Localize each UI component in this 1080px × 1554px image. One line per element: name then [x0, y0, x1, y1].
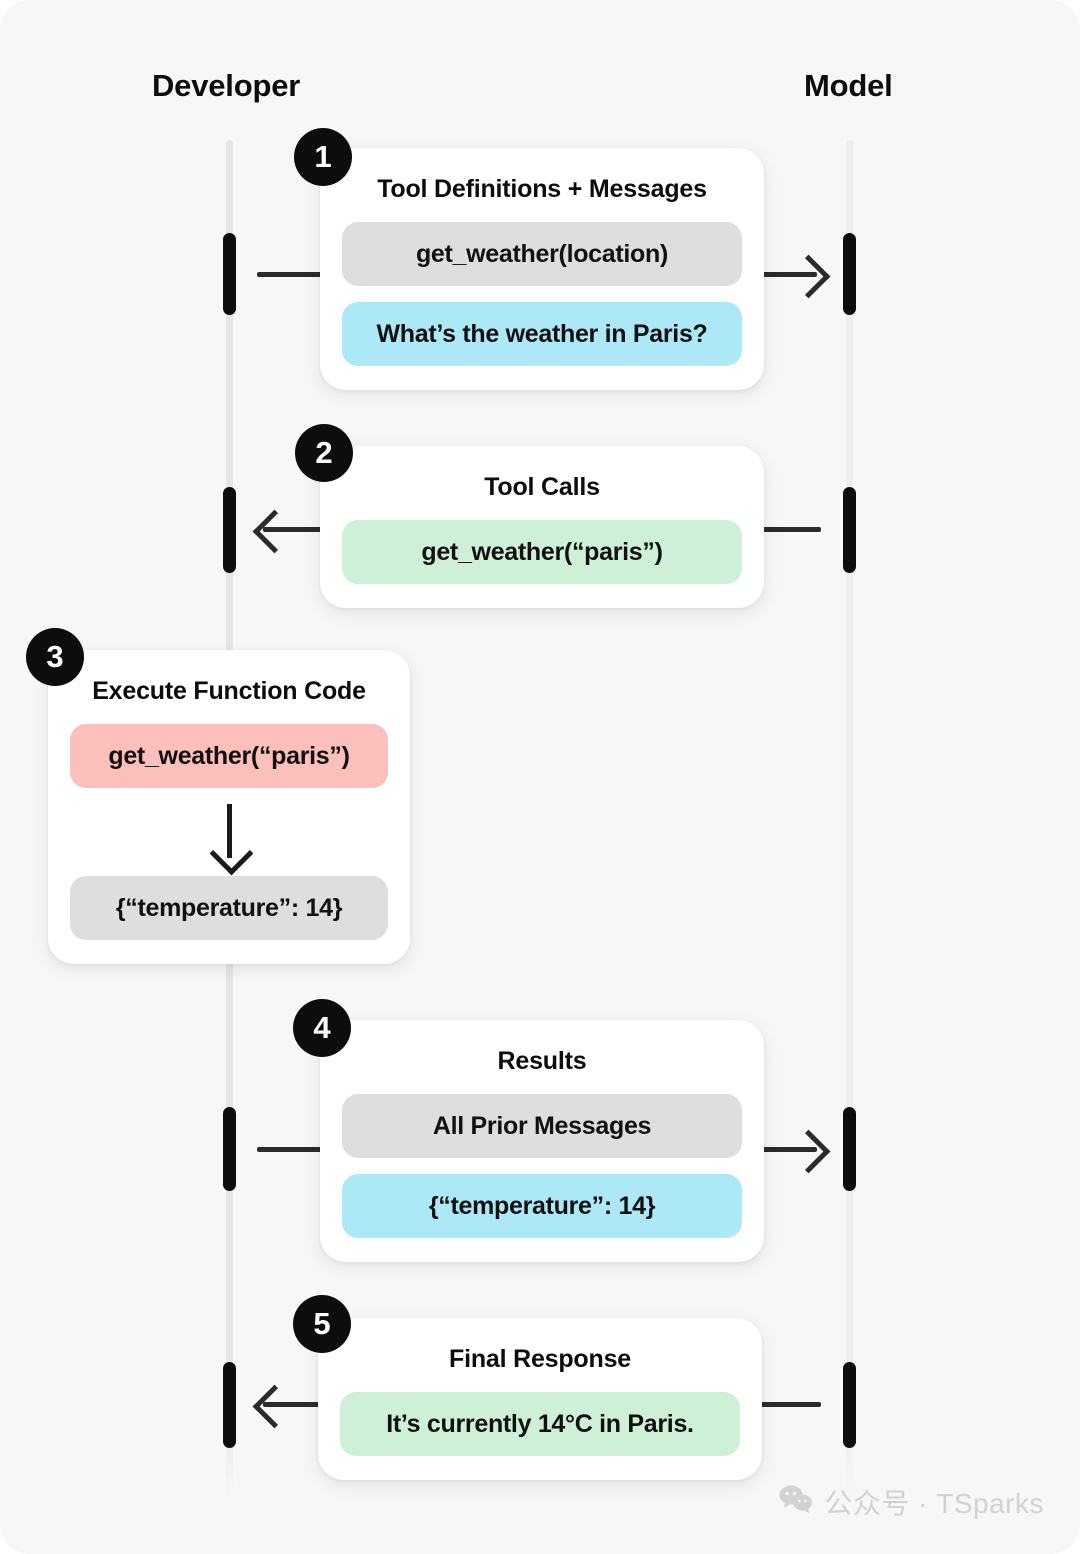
step-badge-1: 1 — [294, 128, 352, 186]
step-badge-4: 4 — [293, 999, 351, 1057]
wechat-icon — [779, 1484, 813, 1521]
step-badge-5: 5 — [293, 1295, 351, 1353]
arrow-head-left-step-2 — [252, 509, 297, 554]
step-card-5[interactable]: Final Response It’s currently 14°C in Pa… — [318, 1318, 762, 1480]
step-card-2-title: Tool Calls — [484, 473, 600, 501]
activation-bar-developer-step-4 — [223, 1107, 236, 1191]
step-card-4-pill-1: All Prior Messages — [342, 1094, 742, 1158]
watermark: 公众号 · TSparks — [779, 1482, 1044, 1522]
arrow-head-left-step-5 — [252, 1384, 297, 1429]
activation-bar-developer-step-1 — [223, 233, 236, 315]
activation-bar-model-step-5 — [843, 1362, 856, 1448]
step-card-3-title: Execute Function Code — [92, 677, 366, 705]
step-card-4-title: Results — [497, 1047, 587, 1075]
activation-bar-developer-step-5 — [223, 1362, 236, 1448]
activation-bar-model-step-2 — [843, 487, 856, 573]
lifeline-model — [846, 140, 853, 1500]
activation-bar-model-step-1 — [843, 233, 856, 315]
step-card-1-title: Tool Definitions + Messages — [377, 175, 707, 203]
step-card-3-pill-2: {“temperature”: 14} — [70, 876, 388, 940]
step-card-2-pill-1: get_weather(“paris”) — [342, 520, 742, 584]
step-card-3-pill-1: get_weather(“paris”) — [70, 724, 388, 788]
arrow-head-right-step-4 — [786, 1129, 831, 1174]
step-card-3[interactable]: Execute Function Code get_weather(“paris… — [48, 650, 410, 964]
activation-bar-model-step-4 — [843, 1107, 856, 1191]
step-card-1[interactable]: Tool Definitions + Messages get_weather(… — [320, 148, 764, 390]
step-card-5-pill-1: It’s currently 14°C in Paris. — [340, 1392, 740, 1456]
step-card-2[interactable]: Tool Calls get_weather(“paris”) — [320, 446, 764, 608]
step-card-4[interactable]: Results All Prior Messages {“temperature… — [320, 1020, 764, 1262]
column-header-model: Model — [804, 68, 893, 103]
column-header-developer: Developer — [152, 68, 301, 103]
step-card-5-title: Final Response — [449, 1345, 631, 1373]
step-badge-3: 3 — [26, 628, 84, 686]
step-card-4-pill-2: {“temperature”: 14} — [342, 1174, 742, 1238]
step-card-1-pill-1: get_weather(location) — [342, 222, 742, 286]
down-arrow-icon — [70, 804, 388, 876]
step-badge-2: 2 — [295, 424, 353, 482]
activation-bar-developer-step-2 — [223, 487, 236, 573]
watermark-text: 公众号 · TSparks — [824, 1488, 1044, 1519]
arrow-head-right-step-1 — [786, 254, 831, 299]
step-card-1-pill-2: What’s the weather in Paris? — [342, 302, 742, 366]
